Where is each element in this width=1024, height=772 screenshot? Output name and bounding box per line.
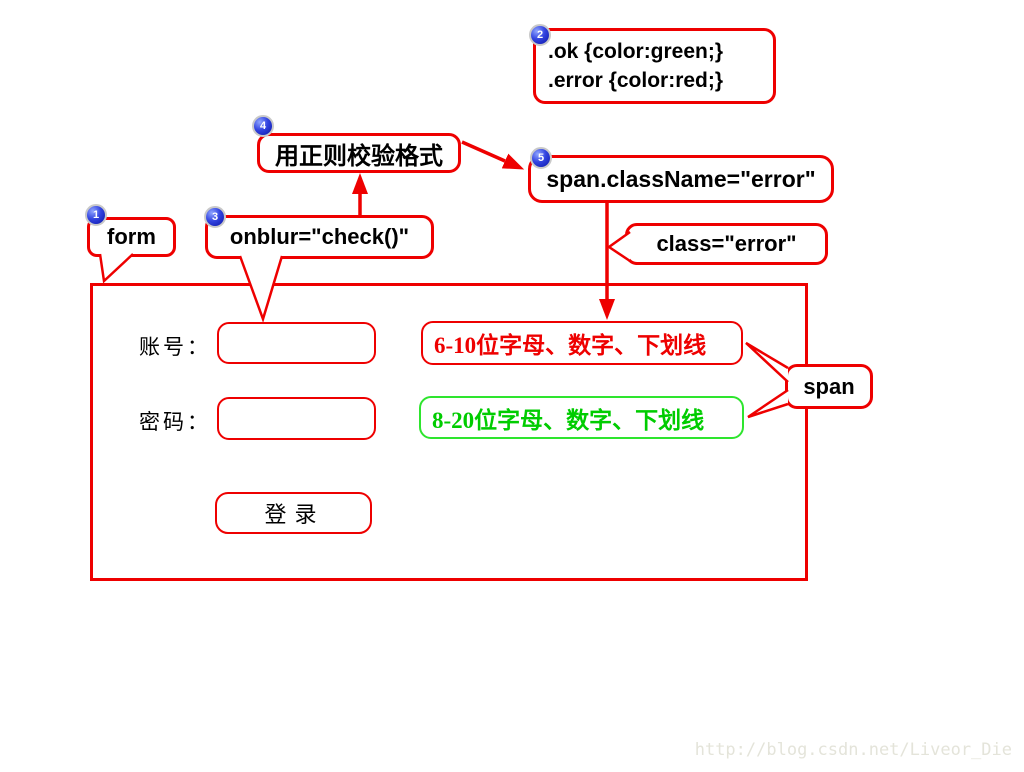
- arrow-regex-to-classname: [461, 140, 525, 170]
- css-rule-error: .error {color:red;}: [548, 69, 724, 92]
- password-input[interactable]: [217, 397, 376, 440]
- form-bubble-tail: [98, 253, 134, 284]
- watermark-text: http://blog.csdn.net/Liveor_Die: [694, 740, 1012, 760]
- form-outline: [90, 283, 808, 581]
- account-input[interactable]: [217, 322, 376, 364]
- badge-1: 1: [85, 204, 107, 226]
- account-label: 账号：: [139, 335, 211, 359]
- badge-2: 2: [529, 24, 551, 46]
- login-button[interactable]: 登录: [215, 492, 372, 534]
- callout-onblur: onblur="check()": [205, 215, 434, 259]
- password-hint: 8-20位字母、数字、下划线: [419, 396, 744, 439]
- callout-classname: span.className="error": [528, 155, 834, 203]
- badge-5: 5: [530, 147, 552, 169]
- callout-class-attr: class="error": [625, 223, 828, 265]
- account-hint: 6-10位字母、数字、下划线: [421, 321, 743, 365]
- callout-span: span: [785, 364, 873, 409]
- css-rule-ok: .ok {color:green;}: [548, 40, 724, 63]
- badge-3: 3: [204, 206, 226, 228]
- callout-css-rules: .ok {color:green;} .error {color:red;}: [533, 28, 776, 104]
- password-label: 密码：: [139, 410, 211, 434]
- badge-4: 4: [252, 115, 274, 137]
- callout-regex: 用正则校验格式: [257, 133, 461, 173]
